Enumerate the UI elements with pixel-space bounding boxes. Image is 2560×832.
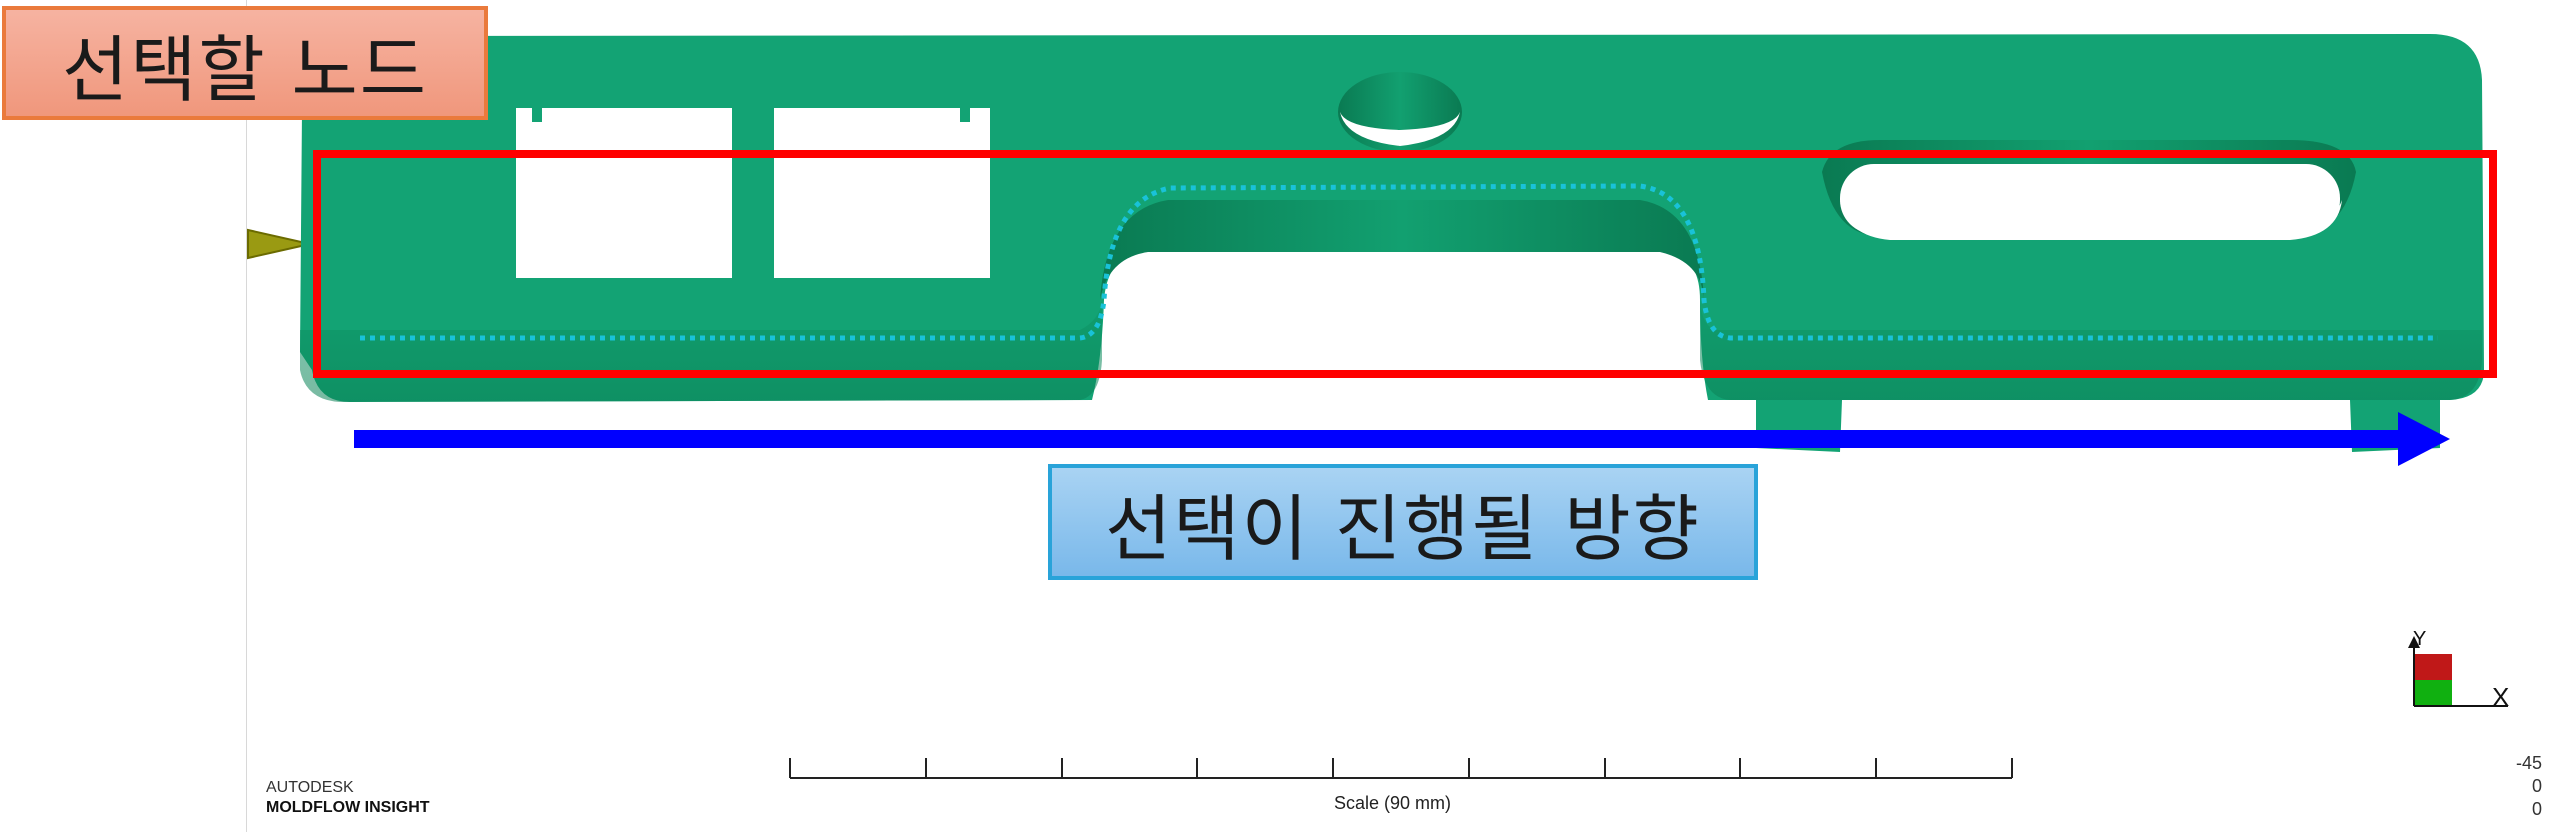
autodesk-logo: AUTODESK MOLDFLOW INSIGHT [266,778,430,818]
axis-y-label: Y [2413,628,2427,650]
axis-triad-icon [2408,636,2508,707]
callout-selection-direction: 선택이 진행될 방향 [1048,464,1758,580]
brand-line-2: MOLDFLOW INSIGHT [266,799,430,816]
readout-value-1: -45 [2515,753,2542,773]
orientation-readout: -45 0 0 [2516,752,2542,821]
brand-line-1: AUTODESK [266,779,354,796]
injection-gate-marker [247,228,311,260]
callout-node-to-select: 선택할 노드 [2,6,488,120]
axis-x-label: X [2492,682,2510,712]
readout-value-2: 0 [2531,776,2542,796]
part-window-1 [516,108,732,278]
selected-node-path [360,183,2438,341]
part-window-2 [774,108,990,278]
selection-direction-arrow [354,412,2450,466]
readout-value-3: 0 [2531,799,2542,819]
selection-box [313,150,2497,378]
scale-label: Scale (90 mm) [1334,793,1452,813]
scale-bar [789,758,2013,779]
